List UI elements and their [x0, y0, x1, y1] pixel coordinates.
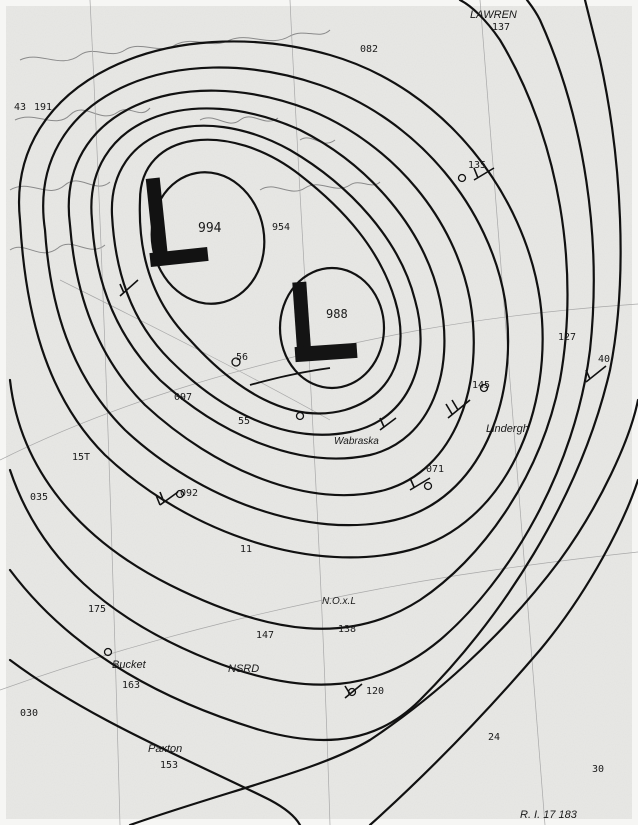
station-label: Paxton: [148, 743, 182, 755]
wind-barbs: [119, 167, 607, 699]
station-labels: LAWREN Bucket Paxton NSRD Lindergh Wabra…: [112, 9, 529, 755]
station-label: Bucket: [112, 659, 147, 671]
plot-number: 137: [492, 22, 510, 33]
plot-number: 035: [30, 492, 48, 503]
plot-number: 43: [14, 102, 26, 113]
low-pressure-center-south: 988 L: [292, 281, 358, 363]
frontal-line: [249, 367, 331, 386]
plot-number: 135: [468, 160, 486, 171]
plot-number: 56: [236, 352, 248, 363]
station-label: Lindergh: [486, 423, 529, 435]
date-stamp: R. I. 17 183: [520, 809, 578, 821]
plot-number: 163: [122, 680, 140, 691]
pressure-value-north: 994: [198, 221, 222, 236]
pressure-value-south: 988: [326, 307, 348, 321]
plot-number: 11: [240, 544, 252, 555]
isobars: [8, 0, 638, 825]
plot-number: 082: [360, 44, 378, 55]
plot-number: 147: [256, 630, 274, 641]
plot-number: 138: [338, 624, 356, 635]
plot-number: 120: [366, 686, 384, 697]
plot-number: 175: [88, 604, 106, 615]
low-pressure-center-north: 994 L: [145, 177, 222, 267]
plot-number: 092: [180, 488, 198, 499]
plot-number: 153: [160, 760, 178, 771]
station-label: LAWREN: [470, 9, 517, 21]
station-label: N.O.x.L: [322, 596, 356, 607]
station-label: Wabraska: [334, 436, 379, 447]
plot-number: 954: [272, 222, 290, 233]
station-plots: 137 082 135 954 127 175 163 147 097 120 …: [14, 22, 610, 775]
coastlines: [9, 29, 381, 254]
plot-number: 24: [488, 732, 500, 743]
plot-number: 097: [174, 392, 192, 403]
plot-number: 127: [558, 332, 576, 343]
plot-number: 30: [592, 764, 604, 775]
plot-number: 40: [598, 354, 610, 365]
station-label: NSRD: [228, 663, 259, 675]
plot-number: 191: [34, 102, 52, 113]
station-circles: [103, 173, 489, 697]
plot-number: 071: [426, 464, 444, 475]
plot-number: 030: [20, 708, 38, 719]
plot-number: 55: [238, 416, 250, 427]
plot-number: 15T: [72, 452, 90, 463]
